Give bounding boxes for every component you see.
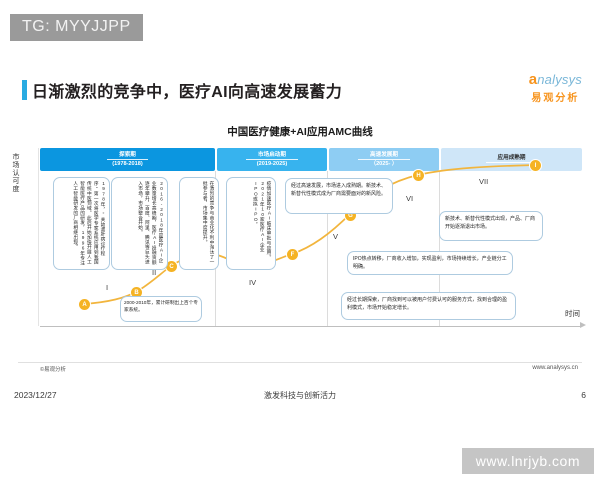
footer-page-number: 6 xyxy=(581,390,586,400)
slide-footer: ©易观分析 www.analysys.cn xyxy=(0,362,600,380)
roman-numeral-i: I xyxy=(106,283,109,292)
top-watermark-tag: TG: MYYJJPP xyxy=(10,14,143,41)
slide-canvas: 日渐激烈的竞争中，医疗AI向高速发展蓄力 analysys 易观分析 中国医疗健… xyxy=(0,48,600,380)
callout-e: 疫情加速医疗AI临床审批与应用。2021年10家医疗AI企业IPO或拟IPO。 xyxy=(226,177,276,270)
callout-d: 在激烈的竞争与商业化不利中淘汰了一批参与者，市场集中度提升。 xyxy=(179,177,219,270)
logo-cn-text: 易观分析 xyxy=(531,93,580,104)
roman-numeral-iv: IV xyxy=(249,278,257,287)
logo-en-rest: nalysys xyxy=(537,72,582,87)
curve-node-f[interactable]: F xyxy=(287,249,298,260)
page-title: 日渐激烈的竞争中，医疗AI向高速发展蓄力 xyxy=(32,84,343,101)
callout-h: 经过高速发展，市场进入成熟期。新技术、新替代性模式成为厂商需要面对的新风险。 xyxy=(285,178,393,214)
amc-curve-chart: 探索期 (1978-2018) 市场启动期 (2019-2025) 高速发展期 … xyxy=(13,148,586,348)
roman-numeral-v: V xyxy=(333,232,339,241)
roman-numeral-vii: VII xyxy=(479,177,489,186)
copyright-text: ©易观分析 xyxy=(40,367,67,373)
curve-node-i[interactable]: I xyxy=(530,160,541,171)
phase-segment-1: 探索期 (1978-2018) xyxy=(40,148,215,171)
callout-c: 2016-2018年是医疗AI企业数量增长高峰期，医疗AI投融资额逐年攀升，百度… xyxy=(111,177,168,270)
callout-g: IPO热点转移，厂商收入增加，实现盈利，市场持续增长，产业链分工明确。 xyxy=(347,251,513,275)
curve-node-g[interactable]: G xyxy=(345,210,356,221)
page-footer: 2023/12/27 激发科技与创新活力 6 xyxy=(0,390,600,410)
footer-divider xyxy=(18,362,582,363)
phase-bar: 探索期 (1978-2018) 市场启动期 (2019-2025) 高速发展期 … xyxy=(40,148,582,171)
roman-numeral-ii: II xyxy=(152,268,157,277)
x-axis-line xyxy=(40,326,582,327)
phase-divider-3 xyxy=(439,171,440,326)
curve-node-b[interactable]: B xyxy=(131,287,142,298)
footer-date: 2023/12/27 xyxy=(14,390,57,400)
callout-f: 经过长期探索，厂商找到可以被用户付费认可的服务方式，找到合理的盈利模式，市场开始… xyxy=(341,292,516,320)
logo-en-text: analysys xyxy=(528,71,582,88)
phase-segment-3: 高速发展期 （2025- ） xyxy=(329,148,439,171)
callout-a: 1978年，"关幼波肝病诊疗程序"第一次将医学专家系统应用到我国传统中医领域。此… xyxy=(53,177,110,270)
curve-node-h[interactable]: H xyxy=(413,170,424,181)
bottom-watermark: www.lnrjyb.com xyxy=(461,448,594,474)
callout-b: 2000-2010年，累计研制出上百个专家系统。 xyxy=(120,296,202,322)
curve-node-a[interactable]: A xyxy=(79,299,90,310)
phase-segment-4: 应用成熟期 xyxy=(441,148,582,171)
roman-numeral-vi: VI xyxy=(406,194,414,203)
x-axis-label: 时间 xyxy=(565,309,580,318)
chart-title: 中国医疗健康+AI应用AMC曲线 xyxy=(227,126,373,138)
y-axis-label: 市场认可度 xyxy=(12,154,20,194)
curve-node-c[interactable]: C xyxy=(166,261,177,272)
phase-segment-2: 市场启动期 (2019-2025) xyxy=(217,148,327,171)
callout-i: 新技术、新替代性模式出现，产品、厂商开始逐渐退出市场。 xyxy=(439,211,543,241)
x-axis-arrow xyxy=(580,322,586,328)
website-url: www.analysys.cn xyxy=(532,365,578,371)
title-accent-bar xyxy=(22,80,27,100)
footer-slogan: 激发科技与创新活力 xyxy=(264,391,336,400)
analysys-logo: analysys 易观分析 xyxy=(529,72,582,104)
y-axis-line xyxy=(38,148,39,326)
phase-divider-2 xyxy=(327,171,328,326)
